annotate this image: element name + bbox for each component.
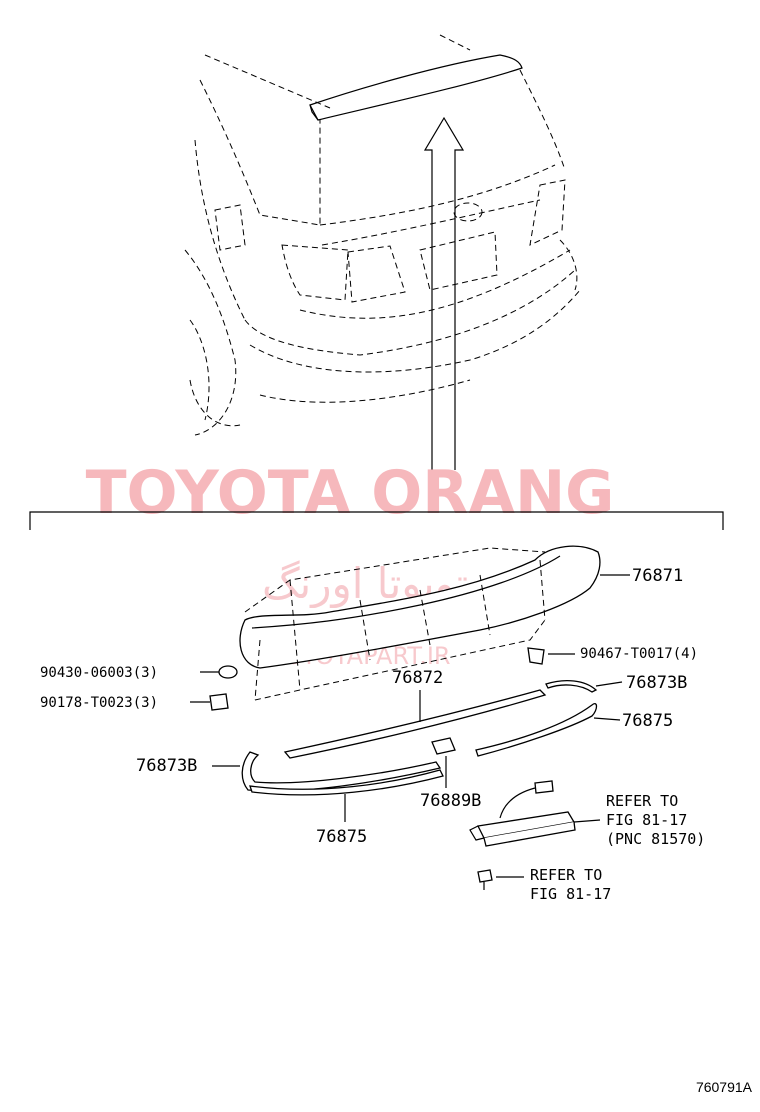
ref1-line1: REFER TO: [606, 792, 678, 810]
spoiler-lower-skin: [212, 751, 442, 792]
protector-76872: [283, 689, 547, 759]
label-76873b-right: 76873B: [626, 673, 687, 693]
watermark: TOYOTA ORANG تویوتا اورنگ TOYOTAPART.IR: [86, 458, 615, 670]
screw: [477, 869, 524, 890]
label-76875-left: 76875: [316, 827, 367, 847]
clip-90430: [200, 665, 238, 679]
label-90178: 90178-T0023(3): [40, 695, 158, 711]
label-90430: 90430-06003(3): [40, 665, 158, 681]
part-labels: 76871 76872 76873B 76875 76873B 76889B 7…: [40, 566, 698, 847]
clip-90467: [527, 647, 575, 665]
trim-76875-right: [475, 703, 621, 757]
pad-76889b: [431, 737, 456, 788]
ref2-line1: REFER TO: [530, 866, 602, 884]
ref2-line2: FIG 81-17: [530, 885, 611, 903]
spoiler-assembly: [239, 545, 630, 701]
ref1-line3: (PNC 81570): [606, 830, 705, 848]
vehicle-rear-illustration: [184, 34, 581, 436]
ref1-line2: FIG 81-17: [606, 811, 687, 829]
reference-notes: REFER TO FIG 81-17 (PNC 81570) REFER TO …: [530, 792, 705, 903]
label-90467: 90467-T0017(4): [580, 646, 698, 662]
assembly-bracket: [29, 511, 724, 530]
watermark-main: TOYOTA ORANG: [86, 458, 615, 528]
label-76889b: 76889B: [420, 791, 481, 811]
trim-76875-left: [249, 769, 444, 822]
figure-code: 760791A: [696, 1079, 753, 1095]
label-76871: 76871: [632, 566, 683, 586]
location-arrow: [423, 116, 465, 470]
high-mount-stop-lamp: [469, 780, 601, 847]
label-76872: 76872: [392, 668, 443, 688]
label-76875-right: 76875: [622, 711, 673, 731]
seal-76873b-right: [545, 679, 623, 693]
label-76873b-left: 76873B: [136, 756, 197, 776]
nut-90178: [190, 693, 229, 711]
